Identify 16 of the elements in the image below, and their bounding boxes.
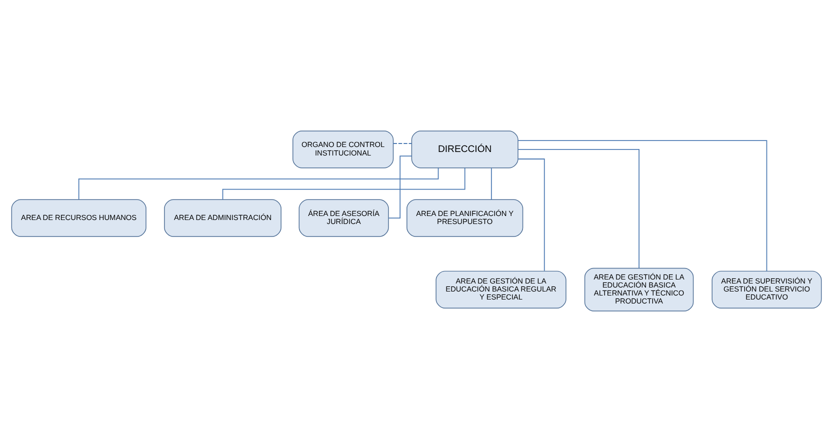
connector <box>518 158 545 271</box>
node-box: AREA DE SUPERVISIÓN Y GESTIÓN DEL SERVICIO EDUCATIVO <box>712 270 822 308</box>
node-box: AREA DE GESTIÓN DE LA EDUCACIÓN BASICA REGULAR Y ESPECIAL <box>436 270 566 308</box>
node-box: AREA DE PLANIFICACIÓN Y PRESUPUESTO <box>406 198 524 236</box>
node-box: AREA DE ADMINISTRACIÓN <box>164 198 282 236</box>
node-box: AREA DE RECURSOS HUMANOS <box>11 198 146 236</box>
node-box: AREA DE GESTIÓN DE LA EDUCACIÓN BASICA ALTERNATIVA Y TÉCNICO PRODUCTIVA <box>584 267 694 311</box>
node-box: DIRECCIÓN <box>411 130 518 168</box>
node-box: ÁREA DE ASESORÍA JURÍDICA <box>298 198 389 236</box>
node-box: ORGANO DE CONTROL INSTITUCIONAL <box>292 130 394 168</box>
connector <box>518 148 640 268</box>
connector <box>392 142 412 144</box>
connector <box>222 166 466 200</box>
connector <box>78 167 439 200</box>
connector <box>518 140 768 271</box>
connector <box>490 167 492 200</box>
